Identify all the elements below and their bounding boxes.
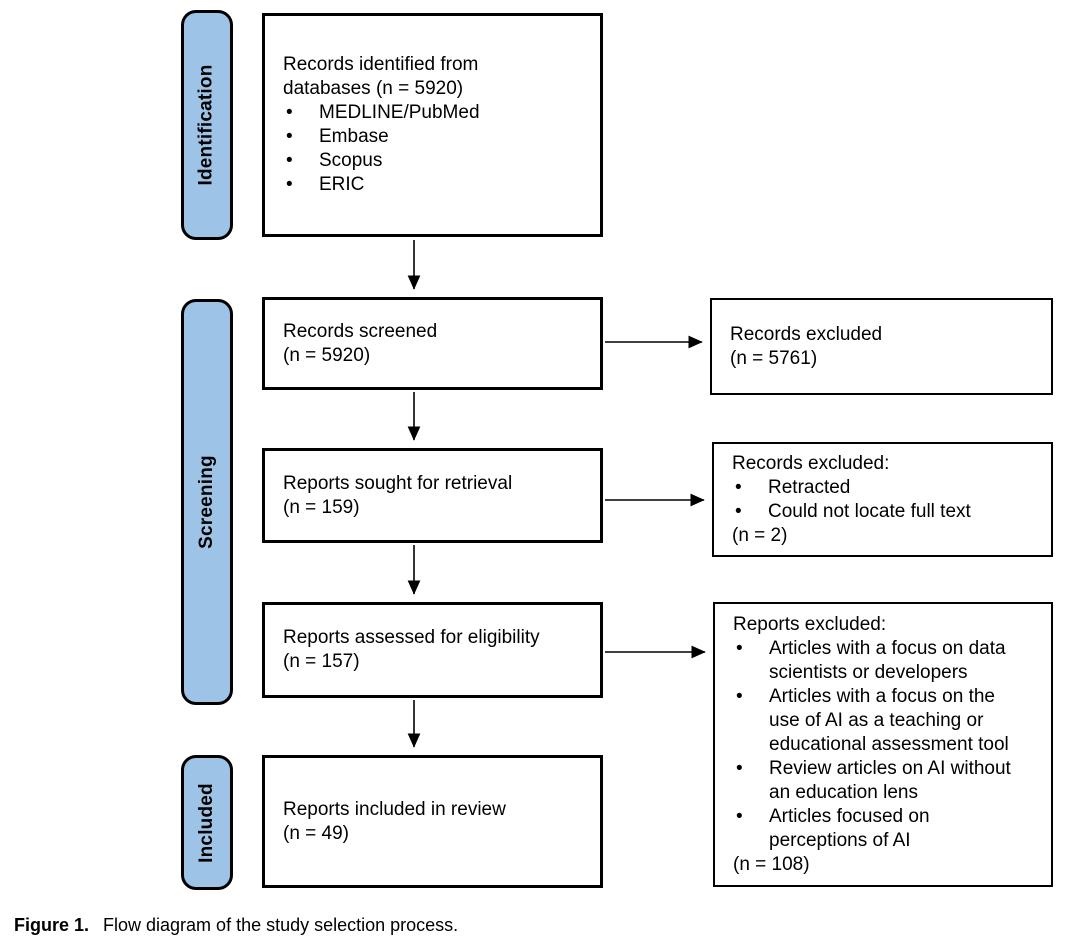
bullet-icon: [732, 500, 768, 524]
list-item: Review articles on AI without an educati…: [733, 757, 1015, 805]
list-item-text: Articles with a focus on the use of AI a…: [769, 685, 1009, 755]
list-item: MEDLINE/PubMed: [283, 101, 590, 125]
list-item: Retracted: [732, 476, 1041, 500]
list-item-text: Could not locate full text: [768, 500, 971, 522]
box-text-line: (n = 5920): [283, 344, 371, 366]
bullet-icon: [283, 173, 319, 197]
box-reports-assessed: Reports assessed for eligibility (n = 15…: [262, 602, 603, 698]
list-item: ERIC: [283, 173, 590, 197]
box-text-line: Records screened: [283, 320, 438, 342]
box-records-screened: Records screened (n = 5920): [262, 297, 603, 390]
stage-label-identification: Identification: [181, 10, 233, 240]
bullet-icon: [732, 476, 768, 500]
box-text-line: (n = 159): [283, 496, 360, 518]
box-reports-included: Reports included in review (n = 49): [262, 755, 603, 888]
stage-label-screening: Screening: [181, 299, 233, 705]
box-count-line: (n = 108): [733, 853, 810, 875]
box-records-excluded-screening: Records excluded (n = 5761): [710, 298, 1053, 395]
bullet-icon: [733, 685, 769, 757]
bullet-icon: [733, 805, 769, 853]
list-item: Scopus: [283, 149, 590, 173]
stage-label-identification-text: Identification: [196, 64, 217, 186]
box-text-line: Records identified from: [283, 54, 479, 75]
box-text-line: Reports excluded:: [733, 613, 887, 635]
stage-label-included: Included: [181, 755, 233, 890]
list-item-text: Retracted: [768, 476, 851, 498]
list-item: Embase: [283, 125, 590, 149]
box-text-line: Reports included in review: [283, 798, 506, 820]
box-text-line: Records excluded: [730, 323, 883, 345]
list-item: Could not locate full text: [732, 500, 1041, 524]
figure-caption: Figure 1. Flow diagram of the study selec…: [14, 913, 458, 937]
box-text-line: Reports sought for retrieval: [283, 472, 513, 494]
box-records-excluded-retrieval: Records excluded: Retracted Could not lo…: [712, 442, 1053, 557]
box-text-line: (n = 157): [283, 651, 360, 672]
figure-caption-label: Figure 1.: [14, 915, 90, 935]
bullet-icon: [733, 637, 769, 685]
list-item-text: MEDLINE/PubMed: [319, 102, 480, 123]
bullet-icon: [283, 125, 319, 149]
list-item: Articles with a focus on the use of AI a…: [733, 685, 1015, 757]
stage-label-screening-text: Screening: [196, 455, 218, 549]
bullet-icon: [283, 101, 319, 125]
box-text-line: Records excluded:: [732, 452, 890, 474]
bullet-icon: [733, 757, 769, 805]
figure-caption-text: Flow diagram of the study selection proc…: [103, 915, 459, 935]
box-records-identified: Records identified from databases (n = 5…: [262, 13, 603, 237]
list-item-text: Embase: [319, 126, 389, 147]
list-item-text: ERIC: [319, 174, 365, 195]
stage-label-included-text: Included: [196, 782, 217, 863]
list-item-text: Articles focused on perceptions of AI: [769, 805, 930, 851]
box-text-line: (n = 5761): [730, 347, 818, 369]
list-item-text: Scopus: [319, 150, 383, 171]
box-reports-sought: Reports sought for retrieval (n = 159): [262, 448, 603, 543]
box-reports-excluded-eligibility: Reports excluded: Articles with a focus …: [713, 602, 1053, 887]
list-item-text: Articles with a focus on data scientists…: [769, 637, 1006, 683]
list-item-text: Review articles on AI without an educati…: [769, 757, 1011, 803]
list-item: Articles with a focus on data scientists…: [733, 637, 1015, 685]
bullet-icon: [283, 149, 319, 173]
box-text-line: databases (n = 5920): [283, 78, 464, 99]
list-item: Articles focused on perceptions of AI: [733, 805, 1015, 853]
box-text-line: Reports assessed for eligibility: [283, 627, 540, 648]
box-text-line: (n = 49): [283, 822, 350, 844]
box-count-line: (n = 2): [732, 524, 788, 546]
